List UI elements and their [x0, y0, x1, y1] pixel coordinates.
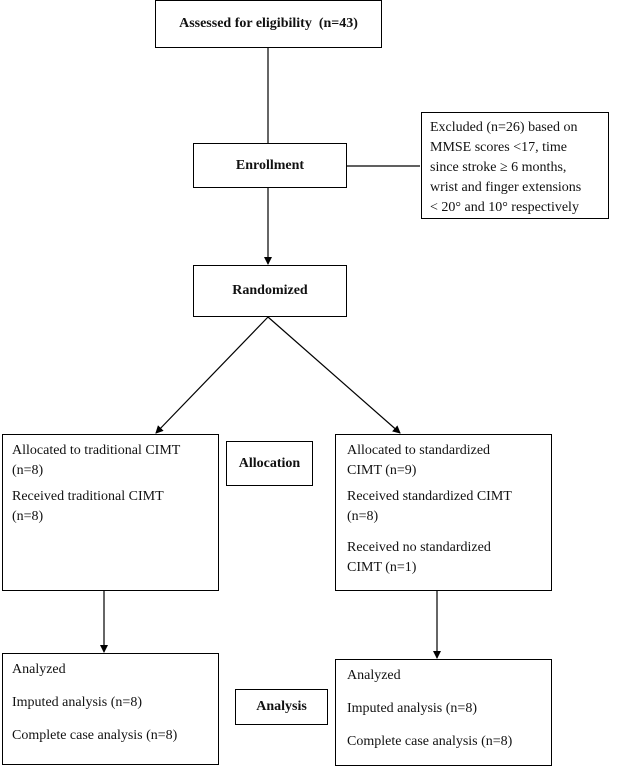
excluded-box: Excluded (n=26) based on MMSE scores <17… [421, 112, 609, 219]
left-allocated-line-2: (n=8) [12, 463, 44, 478]
eligibility-count: (n=43) [318, 16, 358, 31]
right-not-received-line-2: CIMT (n=1) [347, 560, 417, 575]
eligibility-label: Assessed for eligibility [179, 16, 312, 31]
left-received-line-1: Received traditional CIMT [12, 489, 164, 504]
excluded-line-1: Excluded (n=26) based on [430, 120, 578, 135]
enrollment-label: Enrollment [235, 157, 305, 173]
right-received-line-1: Received standardized CIMT [347, 489, 512, 504]
excluded-line-2: MMSE scores <17, time [430, 140, 567, 155]
right-complete: Complete case analysis (n=8) [347, 734, 513, 749]
excluded-line-5: < 20° and 10° respectively [430, 200, 579, 215]
right-imputed: Imputed analysis (n=8) [347, 701, 477, 716]
allocation-label: Allocation [238, 455, 301, 471]
analysis-label: Analysis [256, 699, 307, 714]
right-analysis-box: Analyzed Imputed analysis (n=8) Complete… [335, 659, 552, 766]
eligibility-box: Assessed for eligibility (n=43) [155, 0, 382, 48]
arrow-randomized-left [155, 316, 269, 434]
left-analyzed: Analyzed [12, 662, 66, 677]
right-allocated-line-2: CIMT (n=9) [347, 463, 417, 478]
randomized-label: Randomized [232, 283, 308, 298]
right-received-line-2: (n=8) [347, 509, 379, 524]
right-allocated-line-1: Allocated to standardized [347, 443, 491, 458]
left-complete: Complete case analysis (n=8) [12, 728, 178, 743]
excluded-line-4: wrist and finger extensions [430, 180, 582, 195]
allocation-stage-box: Allocation [226, 441, 313, 486]
left-allocation-box: Allocated to traditional CIMT (n=8) Rece… [2, 434, 219, 591]
left-imputed: Imputed analysis (n=8) [12, 695, 142, 710]
excluded-line-3: since stroke ≥ 6 months, [430, 160, 567, 175]
analysis-stage-box: Analysis [235, 689, 328, 725]
left-analysis-box: Analyzed Imputed analysis (n=8) Complete… [2, 653, 219, 765]
left-allocated-line-1: Allocated to traditional CIMT [12, 443, 181, 458]
randomized-box: Randomized [193, 265, 347, 317]
left-received-line-2: (n=8) [12, 509, 44, 524]
right-analyzed: Analyzed [347, 668, 401, 683]
right-allocation-box: Allocated to standardized CIMT (n=9) Rec… [335, 434, 552, 591]
right-not-received-line-1: Received no standardized [347, 540, 491, 555]
enrollment-box: Enrollment [193, 143, 347, 188]
arrow-randomized-right [267, 316, 401, 434]
